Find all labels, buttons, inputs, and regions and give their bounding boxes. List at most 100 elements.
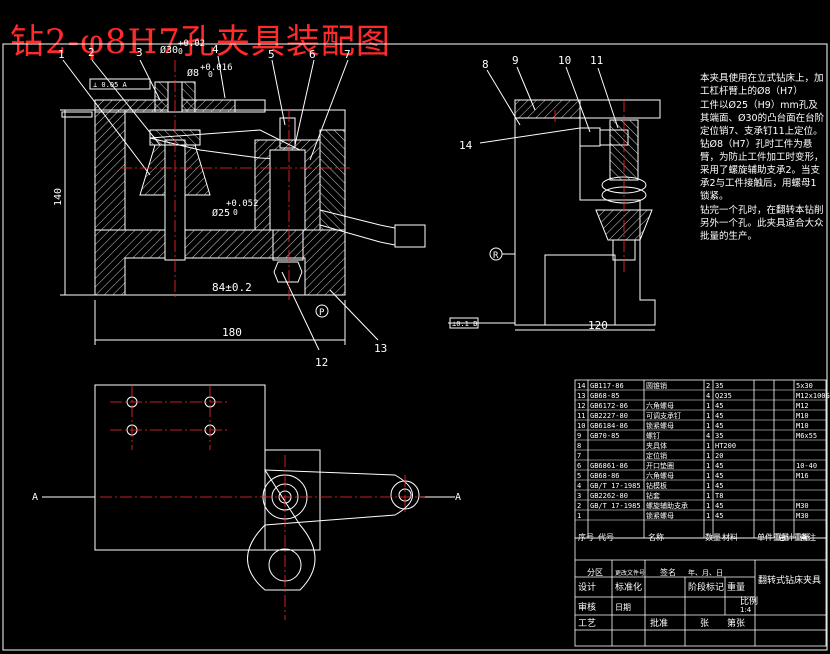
dim-zero-2: 0	[208, 70, 213, 79]
table-cell: 螺钉	[646, 431, 660, 440]
table-cell: M12x100GV	[796, 392, 830, 400]
table-cell: M30	[796, 502, 809, 510]
table-cell: 35	[715, 432, 723, 440]
table-cell: 定位销	[646, 451, 667, 460]
sign-label: 签名	[660, 567, 676, 577]
table-cell: 2	[706, 382, 710, 390]
plan-view-centerlines	[100, 385, 425, 620]
front-left-wall	[94, 109, 126, 231]
table-cell: 2	[577, 502, 581, 510]
stage-label: 阶段标记	[688, 581, 724, 593]
table-cell: 5	[577, 472, 581, 480]
table-header-cell: 总计重量	[778, 532, 810, 542]
table-cell: 钻模板	[646, 481, 667, 490]
dim-dia30: Ø30	[160, 44, 178, 56]
table-cell: 45	[715, 412, 723, 420]
table-cell: 夹具体	[646, 441, 667, 450]
ymd-label: 年、月、日	[688, 568, 723, 577]
std-label: 标准化	[615, 581, 642, 593]
callout-9: 9	[512, 54, 519, 67]
table-cell: 1	[706, 412, 710, 420]
note-2: 工件以Ø25（H9）mm孔及其端面、Ø30的凸台面在台阶定位销7、支承钉11上定…	[700, 100, 825, 202]
side-tol-box: ⊥0.1 B	[452, 320, 477, 328]
callout-10: 10	[558, 54, 571, 67]
table-cell: 圆锥销	[646, 381, 667, 390]
note-3: 钻完一个孔时，在翻转本钻削另外一个孔。此夹具适合大众批量的生产。	[700, 205, 824, 242]
table-cell: 1	[706, 462, 710, 470]
dim-zero-1: 0	[178, 47, 183, 56]
table-cell: 11	[577, 412, 585, 420]
table-cell: 4	[706, 392, 710, 400]
table-cell: 13	[577, 392, 585, 400]
sheet-label: 张	[700, 618, 709, 629]
callout-1: 1	[58, 48, 65, 61]
table-cell: 5x30	[796, 382, 813, 390]
table-cell: 45	[715, 482, 723, 490]
table-cell: M30	[796, 512, 809, 520]
table-cell: GB/T 17-1985	[590, 482, 641, 490]
side-view	[448, 66, 661, 331]
table-cell: 10-40	[796, 462, 817, 470]
dim-dia8: Ø8	[187, 67, 199, 79]
table-cell: 六角螺母	[646, 401, 674, 410]
table-header-cell: 单件重量	[757, 532, 789, 542]
callout-13: 13	[374, 342, 387, 355]
table-cell: 45	[715, 502, 723, 510]
callout-6: 6	[309, 48, 316, 61]
note-1: 本夹具使用在立式钻床上，加工杠杆臂上的Ø8（H7）	[700, 73, 824, 97]
table-cell: 8	[577, 442, 581, 450]
zones-label: 分区	[587, 568, 603, 577]
technical-notes: 本夹具使用在立式钻床上，加工杠杆臂上的Ø8（H7） 工件以Ø25（H9）mm孔及…	[700, 72, 826, 244]
table-cell: 1	[706, 472, 710, 480]
change-no-label: 更改文件号	[615, 569, 645, 577]
dim-120: 120	[588, 319, 608, 332]
table-header-cell: 备注	[800, 532, 816, 542]
side-view-centerlines	[554, 100, 625, 275]
date-label: 日期	[615, 603, 631, 612]
section-a-right: A	[455, 492, 461, 503]
table-cell: GB6172-86	[590, 402, 628, 410]
sheet-border	[2, 43, 828, 651]
table-cell: 4	[706, 432, 710, 440]
table-cell: 1	[706, 512, 710, 520]
table-cell: 7	[577, 452, 581, 460]
table-cell: 1	[577, 512, 581, 520]
table-cell: 螺旋辅助支承	[646, 501, 688, 510]
drawing-title: 钻2-φ8H7孔夹具装配图	[10, 22, 391, 62]
handle-knob	[394, 224, 426, 248]
datum-r-label: R	[493, 251, 499, 261]
table-cell: 可调支承钉	[646, 411, 681, 420]
callout-12: 12	[315, 356, 328, 369]
plan-base	[94, 384, 266, 551]
table-cell: 1	[706, 492, 710, 500]
table-cell: T8	[715, 492, 723, 500]
table-cell: 1	[706, 422, 710, 430]
table-header-cell: 材料	[722, 532, 738, 542]
table-cell: 1	[706, 402, 710, 410]
table-cell: Q235	[715, 392, 732, 400]
section-a-left: A	[32, 492, 38, 503]
table-cell: 45	[715, 402, 723, 410]
table-cell: 6	[577, 462, 581, 470]
table-cell: 35	[715, 382, 723, 390]
callout-5: 5	[268, 48, 275, 61]
table-cell: 10	[577, 422, 585, 430]
craft-label: 工艺	[578, 618, 596, 629]
table-cell: 14	[577, 382, 585, 390]
front-base-cavity	[124, 257, 306, 296]
table-cell: GB68-86	[590, 472, 620, 480]
table-cell: 45	[715, 422, 723, 430]
table-cell: GB70-85	[590, 432, 620, 440]
table-cell: 1	[706, 452, 710, 460]
table-cell: 钻套	[646, 491, 660, 500]
design-label: 设计	[578, 581, 596, 593]
table-cell: GB6861-86	[590, 462, 628, 470]
dim-dia25: Ø25	[212, 207, 230, 219]
plan-lever	[247, 469, 413, 591]
table-cell: M16	[796, 472, 809, 480]
hex-nut-12	[273, 261, 303, 283]
table-cell: 45	[715, 462, 723, 470]
